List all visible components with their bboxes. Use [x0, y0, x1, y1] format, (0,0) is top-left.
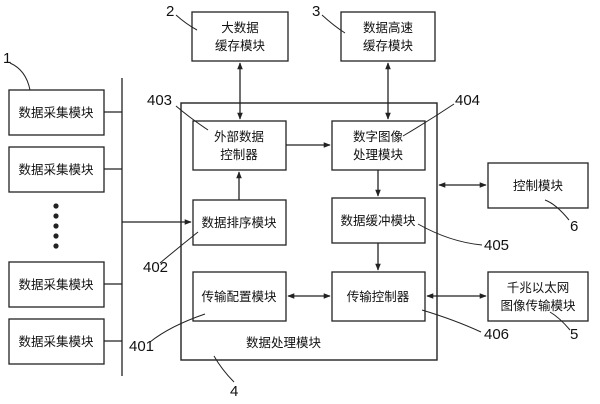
gigabit-ethernet-image-transmission-module [487, 271, 589, 322]
ref-number-2: 2 [166, 3, 174, 20]
data-sorting-module-label: 数据排序模块 [201, 215, 277, 230]
leader-402 [159, 231, 199, 264]
leader-406 [421, 309, 482, 333]
leader-5 [549, 311, 571, 331]
leader-3 [321, 14, 346, 34]
transmission-config-module [192, 271, 287, 322]
acquisition-module-2-label: 数据采集模块 [18, 162, 94, 177]
ref-number-5: 5 [570, 326, 578, 343]
leader-2 [175, 14, 198, 31]
bigdata-cache-label-line2: 缓存模块 [215, 38, 266, 53]
external-data-controller-line2: 控制器 [220, 147, 258, 162]
transmission-controller-label: 传输控制器 [347, 289, 410, 304]
transmission-controller [331, 271, 426, 322]
ref-number-4: 4 [230, 383, 238, 400]
acquisition-module-3-label: 数据采集模块 [18, 277, 94, 292]
data-processing-module-frame [180, 102, 438, 361]
ref-number-402: 402 [143, 259, 168, 276]
ref-number-403: 403 [147, 92, 172, 109]
data-buffer-module-label: 数据缓冲模块 [340, 213, 416, 228]
acquisition-module-1-label: 数据采集模块 [18, 105, 94, 120]
leader-1 [9, 62, 31, 91]
external-data-controller [192, 120, 287, 171]
leader-404 [402, 103, 455, 137]
ref-number-401: 401 [129, 338, 154, 355]
control-module [487, 162, 589, 209]
highspeed-cache-module [340, 11, 436, 62]
ref-number-3: 3 [312, 3, 320, 20]
acquisition-module-4-label: 数据采集模块 [18, 334, 94, 349]
control-module-label: 控制模块 [513, 178, 564, 193]
digital-image-processing-line2: 处理模块 [353, 147, 404, 162]
leader-6 [544, 199, 570, 221]
external-data-controller-line1: 外部数据 [214, 129, 264, 144]
bigdata-cache-label-line1: 大数据 [221, 20, 259, 35]
highspeed-cache-label-line2: 缓存模块 [363, 38, 414, 53]
data-processing-module-label: 数据处理模块 [246, 335, 322, 350]
gigabit-ethernet-line1: 千兆以太网 [507, 280, 570, 295]
highspeed-cache-label-line1: 数据高速 [363, 20, 414, 35]
acquisition-module-3 [8, 261, 105, 308]
leader-4 [213, 355, 235, 383]
ref-number-404: 404 [455, 92, 480, 109]
leader-401 [149, 313, 206, 343]
ref-number-405: 405 [484, 237, 509, 254]
ref-number-6: 6 [570, 218, 578, 235]
leader-405 [417, 223, 483, 246]
acquisition-module-4 [8, 318, 105, 365]
bigdata-cache-module [191, 11, 289, 62]
gigabit-ethernet-line2: 图像传输模块 [500, 298, 576, 313]
transmission-config-module-label: 传输配置模块 [201, 289, 277, 304]
ellipsis-dots [53, 203, 59, 249]
leader-403 [175, 105, 209, 131]
ref-number-1: 1 [3, 50, 11, 67]
acquisition-module-2 [8, 146, 105, 193]
digital-image-processing-line1: 数字图像 [353, 129, 404, 144]
ref-number-406: 406 [484, 326, 509, 343]
data-buffer-module [331, 197, 426, 244]
